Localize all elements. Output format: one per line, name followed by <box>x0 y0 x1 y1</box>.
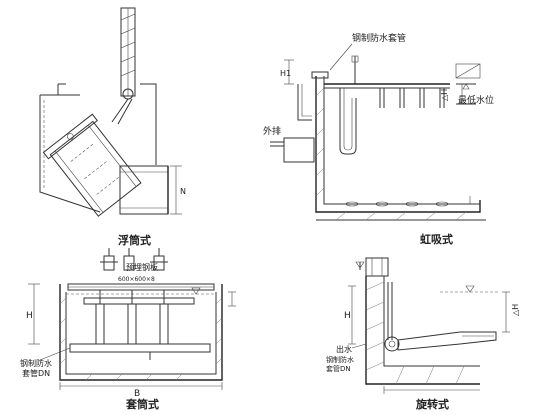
floating-outlet-pipe <box>119 165 169 215</box>
floating-diagram: N 浮筒式 <box>39 7 186 247</box>
floating-tank-outline <box>39 95 101 213</box>
siphon-pipe-label: 钢制防水套管 <box>352 32 406 44</box>
rotary-arm <box>397 331 497 351</box>
siphon-outlet-box <box>283 137 315 163</box>
siphon-diagram: 钢制防水套管 <box>263 32 494 246</box>
siphon-title: 虹吸式 <box>420 232 453 246</box>
floating-dim-n: N <box>180 187 186 196</box>
siphon-tank <box>315 76 481 213</box>
sleeve-plate-size: 600×600×8 <box>118 276 155 283</box>
siphon-downpipes <box>379 88 445 108</box>
sleeve-plate-label: 预埋钢板 <box>126 262 158 272</box>
siphon-low-level-label: 最低水位 <box>458 94 494 106</box>
sleeve-casing-label-1: 钢制防水 <box>20 358 52 368</box>
sleeve-collector <box>69 343 211 353</box>
floating-title: 浮筒式 <box>118 233 151 247</box>
sleeve-tank <box>59 284 223 381</box>
rotary-dim-dh: △H <box>511 304 520 316</box>
rotary-wall <box>365 276 480 385</box>
siphon-loop <box>339 88 357 155</box>
rotary-dim-h: H <box>344 311 351 321</box>
sleeve-drivers <box>100 248 168 271</box>
siphon-outlet-label: 外排 <box>263 125 281 137</box>
rotary-outlet-label: 出水 <box>336 344 352 354</box>
rotary-title: 旋转式 <box>415 397 449 411</box>
rotary-drive <box>365 257 389 277</box>
rotary-casing-label-2: 套管DN <box>326 364 351 373</box>
siphon-dim-h1: H1 <box>280 69 291 78</box>
rotary-joint <box>384 336 400 352</box>
sleeve-casing-label-2: 套管DN <box>22 368 50 378</box>
siphon-level-box <box>455 63 481 79</box>
sleeve-dim-b: B <box>134 389 140 399</box>
sleeve-title: 套筒式 <box>126 397 159 411</box>
sleeve-diagram: 预埋钢板 600×600×8 <box>20 248 236 411</box>
sleeve-dim-h: H <box>26 311 33 321</box>
siphon-dim-dh: △H <box>440 89 449 101</box>
rotary-diagram: △H H 出水 钢制防水 套管DN 旋转式 <box>326 257 520 411</box>
rotary-casing-label-1: 钢制防水 <box>326 355 354 364</box>
floating-pivot <box>122 88 134 100</box>
